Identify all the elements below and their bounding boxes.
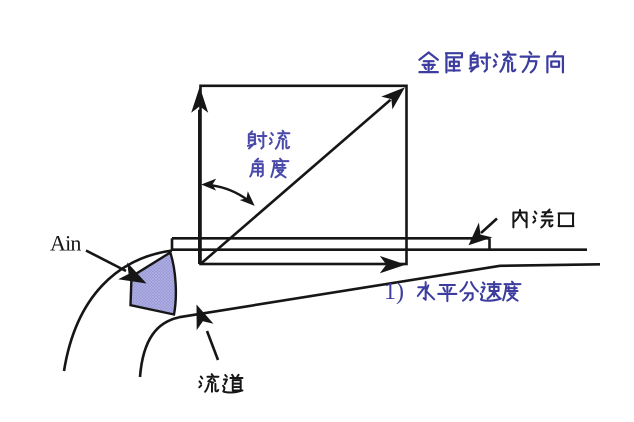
svg-text:Ain: Ain [50, 231, 81, 256]
svg-text:1): 1) [384, 279, 404, 305]
